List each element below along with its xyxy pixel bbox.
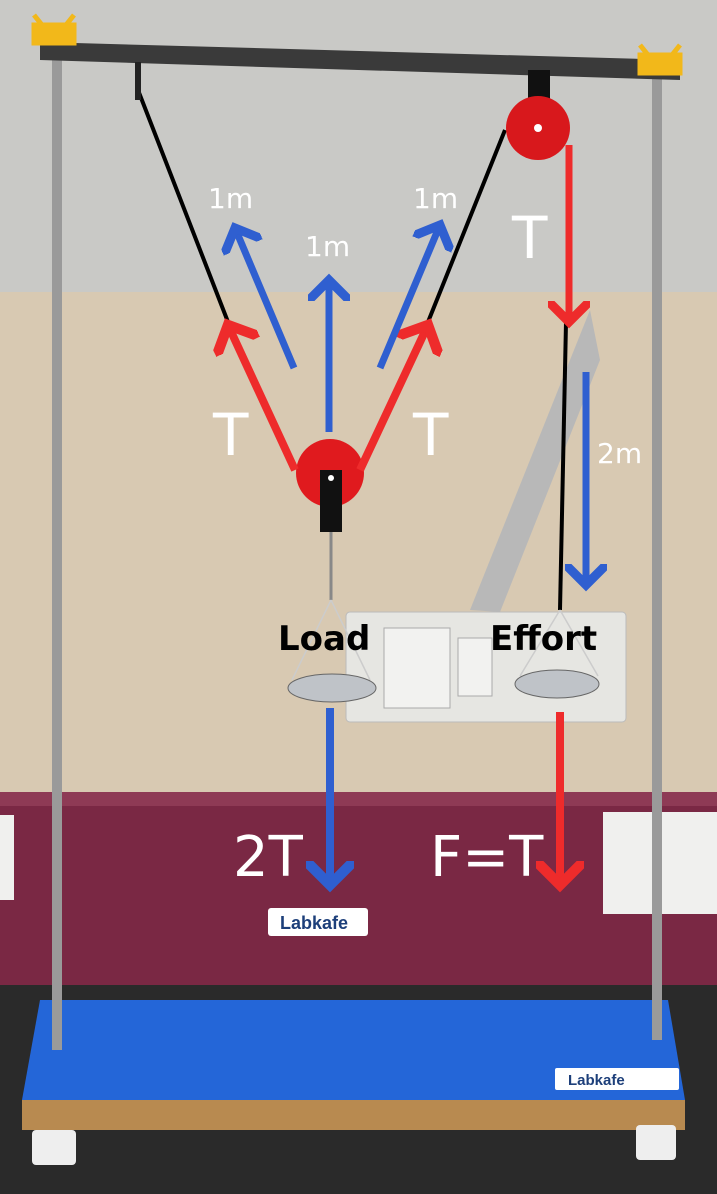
label-tension-right: T <box>412 401 449 469</box>
label-load: Load <box>278 619 370 659</box>
foot-left <box>32 1130 76 1165</box>
foot-right <box>636 1125 676 1160</box>
counter-logo: Labkafe <box>280 913 348 933</box>
effort-pan-strings <box>519 609 599 677</box>
load-pan <box>287 673 377 703</box>
wall-bracket <box>470 310 600 612</box>
socket <box>383 627 451 709</box>
counter <box>0 792 717 992</box>
label-effort: Effort <box>490 619 597 659</box>
disp-arrow-left <box>235 228 298 370</box>
movable-pulley-bracket <box>320 470 342 532</box>
counter-edge <box>0 792 717 806</box>
label-tension-fixed: T <box>511 204 548 272</box>
base-logo: Labkafe <box>568 1072 625 1089</box>
load-pan-strings <box>291 599 371 681</box>
disp-arrow-right <box>376 225 440 370</box>
left-rod <box>52 50 62 1050</box>
switch <box>457 637 493 697</box>
string-left <box>136 89 230 323</box>
counter-logo-plate <box>268 908 368 936</box>
movable-pulley-axle <box>328 475 334 481</box>
fixed-pulley-axle <box>534 124 542 132</box>
label-effort-force: F=T <box>430 825 544 890</box>
label-disp-center: 1m <box>305 230 350 263</box>
label-load-force: 2T <box>233 825 304 890</box>
string-right <box>426 129 507 323</box>
tension-arrow-left <box>228 325 299 472</box>
clamp-left <box>31 13 77 46</box>
base-edge <box>22 1100 685 1130</box>
stand-base <box>22 1000 685 1100</box>
base-logo-plate <box>555 1068 679 1090</box>
label-tension-left: T <box>212 401 249 469</box>
tension-arrow-right <box>356 325 428 472</box>
label-disp-right: 1m <box>413 182 458 215</box>
string-effort <box>558 321 568 611</box>
label-disp-effort: 2m <box>597 437 642 470</box>
label-disp-left: 1m <box>208 182 253 215</box>
effort-pan <box>514 669 600 699</box>
upper-wall <box>0 0 717 292</box>
clamp-right <box>637 43 683 76</box>
right-rod <box>652 62 662 1040</box>
top-bar <box>40 42 680 80</box>
side-socket-left <box>0 815 14 900</box>
